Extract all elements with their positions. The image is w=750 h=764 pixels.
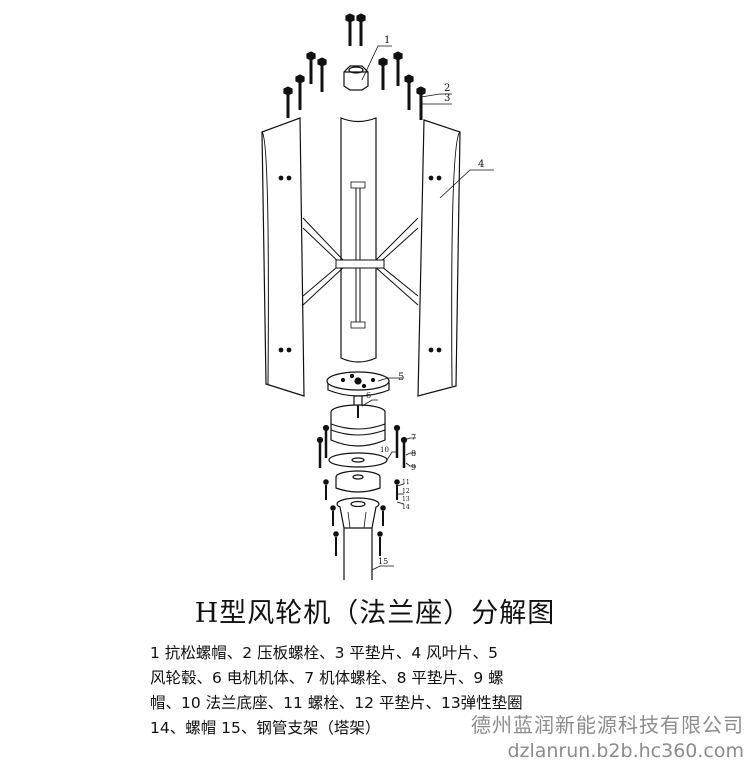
top-bolts [283, 13, 426, 120]
callout-5: 5 [398, 372, 404, 383]
bolt [316, 436, 324, 468]
motor-bolts [316, 424, 408, 468]
diagram-title: H型风轮机（法兰座）分解图 [194, 598, 556, 629]
flange-base [335, 470, 381, 493]
wind-blade-right [417, 119, 461, 397]
callout-12: 12 [402, 488, 410, 495]
callout-13: 13 [402, 496, 410, 503]
wind-blade-center [340, 117, 377, 363]
legend-line: 帽、10 法兰底座、11 螺栓、12 平垫片、13弹性垫圈 [150, 694, 523, 712]
callout-8: 8 [411, 449, 416, 458]
legend-line: 风轮毂、6 电机机体、7 机体螺栓、8 平垫片、9 螺 [150, 669, 504, 687]
callout-2: 2 [444, 83, 450, 94]
steel-pipe-tower [343, 528, 373, 580]
bolt [333, 531, 339, 556]
bolt [393, 424, 401, 458]
bolt [345, 13, 355, 46]
callout-numbers: 1 2 3 4 5 6 7 8 9 10 11 12 13 14 15 [366, 35, 484, 566]
callout-11: 11 [402, 479, 410, 486]
callout-4: 4 [478, 159, 484, 170]
bolt [378, 57, 388, 90]
callout-10: 10 [380, 446, 389, 454]
callout-9: 9 [411, 463, 416, 472]
bolt [283, 86, 293, 118]
bolt [306, 51, 316, 84]
wind-blade-left [261, 117, 305, 397]
watermark-url: dzlanrun.b2b.hc360.com [507, 740, 744, 762]
motor-body [330, 404, 386, 447]
callout-3: 3 [444, 93, 450, 104]
parts-legend: 1 抗松螺帽、2 压板螺栓、3 平垫片、4 风叶片、5 风轮毂、6 电机机体、7… [150, 641, 620, 741]
flange-plate [328, 452, 388, 468]
watermark: 德州蓝润新能源科技有限公司 dzlanrun.b2b.hc360.com [471, 712, 744, 764]
bolt [380, 505, 386, 526]
bolt [330, 505, 336, 526]
bolt [295, 74, 305, 110]
legend-line: 1 抗松螺帽、2 压板螺栓、3 平垫片、4 风叶片、5 [150, 644, 499, 662]
bolt [393, 51, 403, 86]
callout-7: 7 [411, 433, 416, 442]
callout-15: 15 [378, 557, 388, 566]
tower-flange [336, 497, 380, 529]
exploded-diagram: 1 2 3 4 5 6 7 8 9 10 11 12 13 14 15 [261, 13, 494, 580]
bolt [317, 57, 327, 92]
leader-lines [361, 45, 494, 571]
support-arms [302, 217, 419, 306]
callout-1: 1 [384, 35, 390, 46]
callout-14: 14 [402, 504, 410, 511]
anti-loosening-nut [343, 65, 369, 91]
bolt [322, 424, 330, 458]
base-bolts [323, 479, 400, 556]
bolt [377, 531, 383, 556]
bolt [400, 436, 408, 468]
bolt [323, 479, 329, 500]
wind-wheel-hub [326, 371, 390, 397]
bolt [416, 86, 426, 120]
bolt [356, 13, 366, 46]
watermark-company: 德州蓝润新能源科技有限公司 [471, 713, 744, 737]
callout-6: 6 [366, 391, 371, 400]
bolt [404, 74, 414, 110]
legend-line: 14、螺帽 15、钢管支架（塔架） [150, 719, 381, 737]
bolt [394, 479, 400, 500]
